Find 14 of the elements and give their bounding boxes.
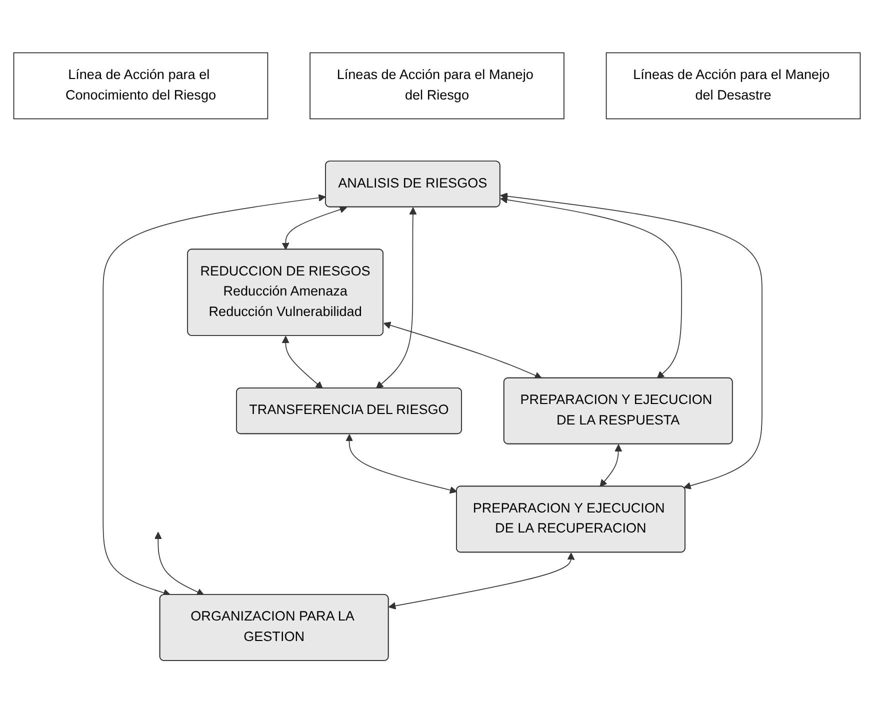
arrow (282, 336, 323, 390)
arrow (154, 532, 204, 596)
node-box: Líneas de Acción para el Manejo del Desastre (606, 52, 861, 120)
node-box: Líneas de Acción para el Manejo del Riesgo (310, 52, 564, 120)
arrow (376, 208, 417, 390)
arrow (346, 434, 458, 494)
node-box: Línea de Acción para el Conocimiento del Riesgo (13, 52, 268, 120)
arrow (600, 444, 622, 488)
arrow (388, 552, 575, 610)
arrow (500, 196, 682, 379)
arrow (383, 322, 542, 380)
arrow (102, 194, 326, 597)
arrow (282, 206, 347, 250)
arrow (500, 192, 762, 490)
